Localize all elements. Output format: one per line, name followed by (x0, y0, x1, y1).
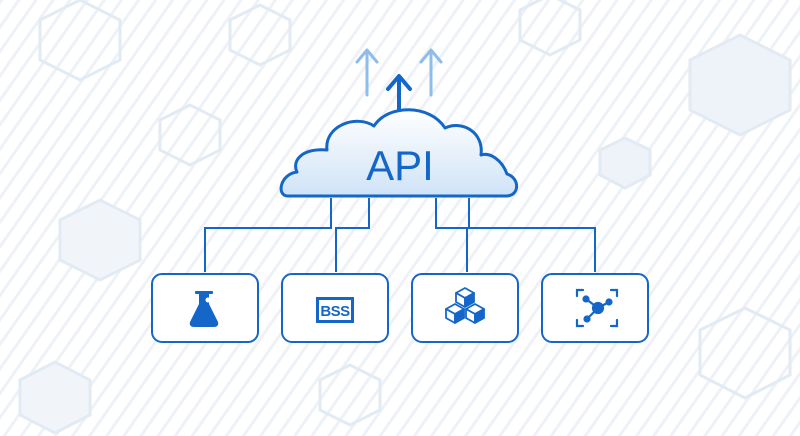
api-cloud (279, 108, 519, 198)
bss-icon: BSS (316, 297, 354, 323)
box-network (541, 273, 649, 343)
box-flask (151, 273, 259, 343)
cloud-label: API (366, 142, 434, 189)
box-bss: BSS (281, 273, 389, 343)
network-node-icon (575, 288, 619, 328)
connector-lines (204, 198, 596, 272)
arrow-up-left-faded (355, 48, 379, 97)
box-cubes (411, 273, 519, 343)
bss-icon-text: BSS (320, 303, 350, 320)
background-hexagons (18, 0, 792, 435)
arrow-up-right-faded (419, 48, 443, 97)
cubes-icon (445, 287, 485, 324)
flask-icon (189, 291, 219, 327)
